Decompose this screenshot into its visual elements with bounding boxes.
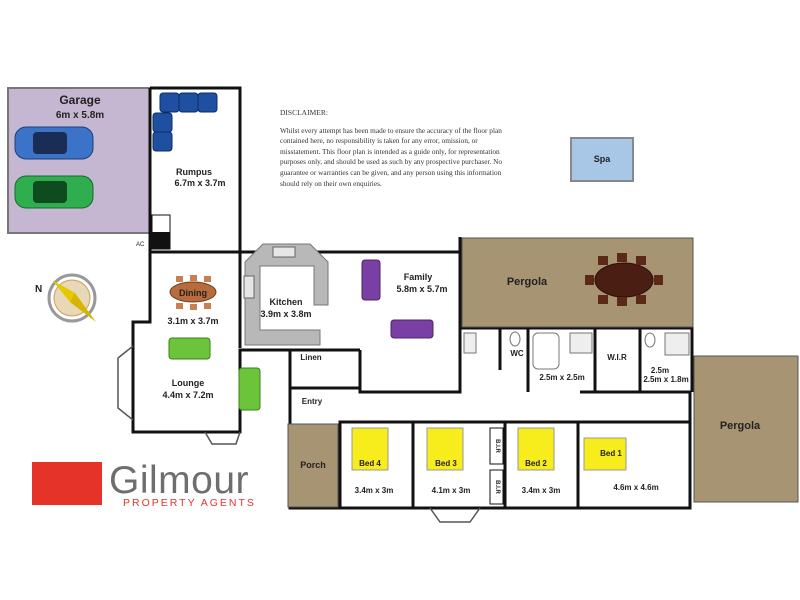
spa-label: Spa bbox=[594, 154, 612, 164]
wir-label: W.I.R bbox=[607, 353, 627, 362]
brand-name: Gilmour bbox=[109, 459, 250, 502]
pergola-top-label: Pergola bbox=[507, 276, 548, 288]
shower-icon bbox=[569, 332, 593, 354]
dining-label: Dining bbox=[179, 288, 207, 298]
spa bbox=[570, 137, 634, 182]
ensuite-toilet-icon bbox=[644, 332, 656, 348]
bed4: Bed 4 3.4m x 3m bbox=[351, 427, 394, 495]
compass-label: N bbox=[35, 284, 42, 295]
ac-label: AC bbox=[136, 242, 145, 248]
pergola-right-label: Pergola bbox=[720, 420, 761, 432]
bed4-label: Bed 4 bbox=[359, 459, 381, 468]
bed3: Bed 3 4.1m x 3m bbox=[426, 427, 471, 495]
bed4-size: 3.4m x 3m bbox=[355, 486, 394, 495]
family-sofa-icon bbox=[361, 259, 434, 339]
rumpus-sofa-icon bbox=[152, 92, 218, 152]
entry-label: Entry bbox=[302, 397, 323, 406]
bir-1 bbox=[489, 427, 504, 465]
rumpus-size: 6.7m x 3.7m bbox=[174, 178, 225, 188]
rumpus-label: Rumpus bbox=[176, 167, 212, 177]
disclaimer-body: Whilst every attempt has been made to en… bbox=[280, 125, 503, 188]
compass-icon bbox=[47, 273, 97, 323]
garage-label: Garage bbox=[59, 93, 101, 107]
bed2-label: Bed 2 bbox=[525, 459, 547, 468]
ensuite-size-a: 2.5m bbox=[651, 366, 669, 375]
lounge-size: 4.4m x 7.2m bbox=[162, 390, 213, 400]
bed3-size: 4.1m x 3m bbox=[432, 486, 471, 495]
brand-logo: Gilmour PROPERTY AGENTS bbox=[32, 459, 292, 512]
porch-label: Porch bbox=[300, 460, 326, 470]
outdoor-table-icon bbox=[585, 253, 663, 306]
brand-logo-mark bbox=[32, 462, 102, 505]
kitchen-island bbox=[244, 243, 329, 346]
bed1-label: Bed 1 bbox=[600, 449, 622, 458]
bed1-size: 4.6m x 4.6m bbox=[613, 483, 658, 492]
bathtub-icon bbox=[532, 332, 560, 370]
bir-2-label: B.I.R bbox=[494, 480, 500, 494]
wc-label: WC bbox=[510, 349, 524, 358]
bed3-label: Bed 3 bbox=[435, 459, 457, 468]
disclaimer: DISCLAIMER: Whilst every attempt has bee… bbox=[280, 108, 512, 189]
porch bbox=[287, 423, 339, 508]
bir-2 bbox=[489, 469, 504, 505]
cooktop-icon bbox=[243, 275, 255, 299]
bed2: Bed 2 3.4m x 3m bbox=[517, 427, 561, 495]
garage-room bbox=[7, 87, 151, 234]
toilet-icon bbox=[509, 331, 521, 347]
linen-label: Linen bbox=[300, 353, 321, 362]
lounge-bay-window-bottom bbox=[204, 431, 241, 445]
bed3-bay-window bbox=[429, 507, 481, 523]
kitchen-label: Kitchen bbox=[269, 297, 302, 307]
ensuite-size: 2.5m x 1.8m bbox=[643, 375, 688, 384]
sink-icon bbox=[272, 246, 296, 258]
family-size: 5.8m x 5.7m bbox=[396, 284, 447, 294]
lounge-bay-window bbox=[117, 345, 134, 421]
brand-tagline: PROPERTY AGENTS bbox=[123, 497, 256, 509]
dining-table-icon bbox=[169, 275, 217, 310]
lounge-sofa-icon bbox=[168, 337, 261, 411]
disclaimer-title: DISCLAIMER: bbox=[280, 108, 328, 117]
bed1: Bed 1 4.6m x 4.6m bbox=[583, 437, 659, 492]
kitchen-size: 3.9m x 3.8m bbox=[260, 309, 311, 319]
lounge-label: Lounge bbox=[172, 378, 205, 388]
bir-1-label: B.I.R bbox=[494, 439, 500, 453]
walls bbox=[131, 86, 694, 510]
stairs-dark bbox=[152, 232, 170, 249]
garage-size: 6m x 5.8m bbox=[56, 110, 104, 121]
family-label: Family bbox=[404, 272, 433, 282]
pergola-right bbox=[693, 355, 799, 503]
bed2-size: 3.4m x 3m bbox=[522, 486, 561, 495]
car-green-icon bbox=[14, 175, 94, 209]
car-blue-icon bbox=[14, 126, 94, 160]
bath-size: 2.5m x 2.5m bbox=[539, 373, 584, 382]
laundry-icon bbox=[463, 332, 477, 354]
ensuite-shower-icon bbox=[664, 332, 690, 356]
dining-size: 3.1m x 3.7m bbox=[167, 316, 218, 326]
